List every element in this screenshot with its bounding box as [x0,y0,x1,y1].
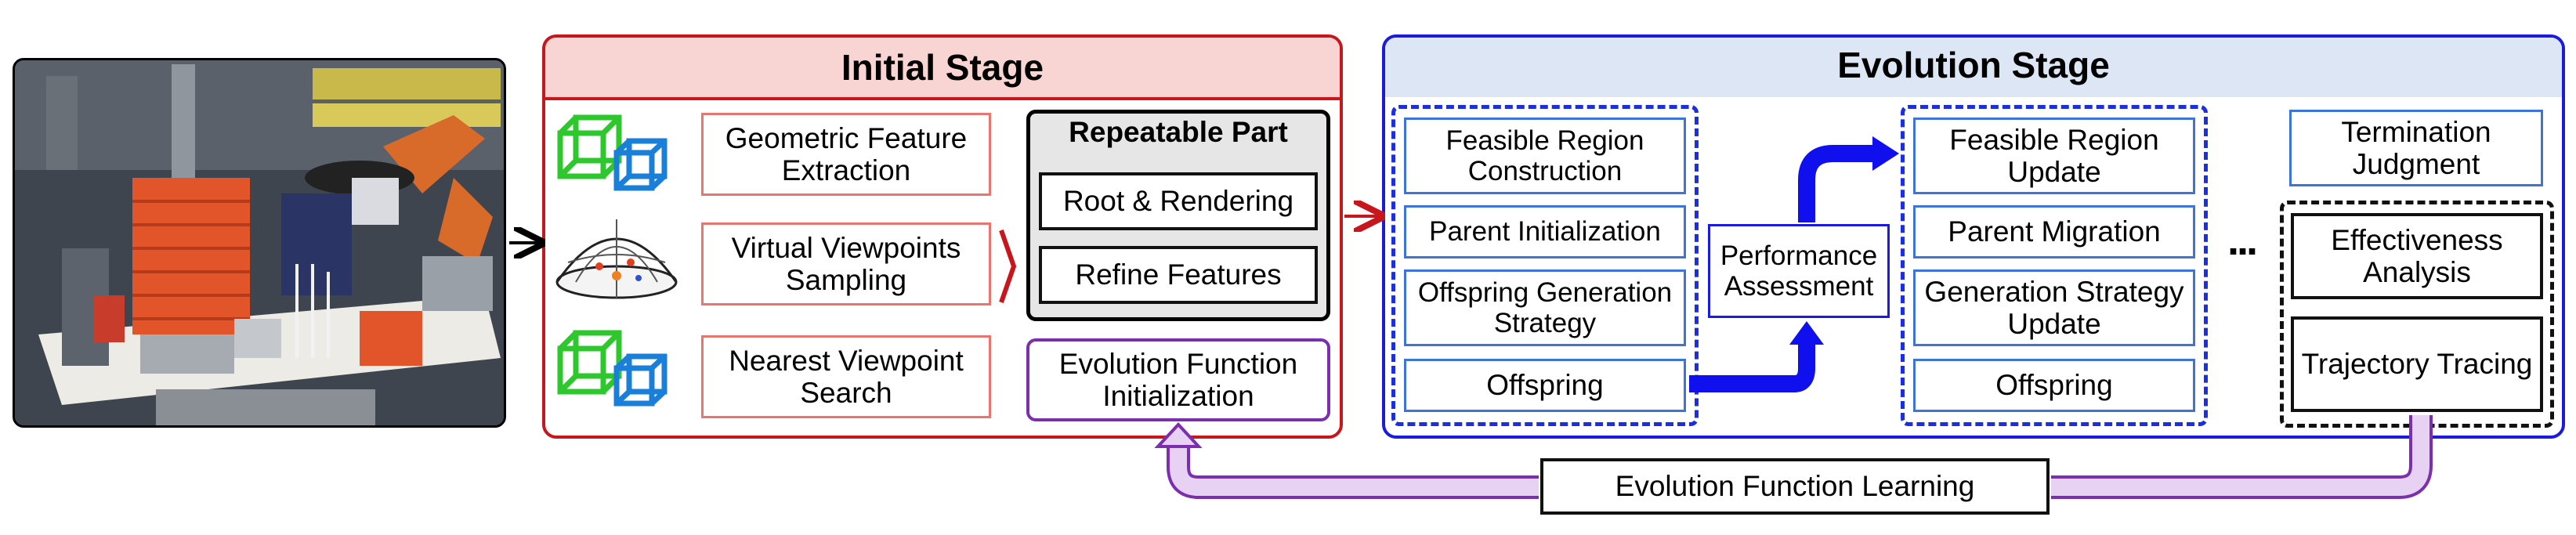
refine-features-box: Refine Features [1039,246,1318,304]
effectiveness-analysis-box: Effectiveness Analysis [2291,213,2543,299]
step-nearest-viewpoint-search: Nearest Viewpoint Search [701,335,991,418]
parent-migration-box: Parent Migration [1913,205,2195,258]
offspring-box-right: Offspring [1913,359,2195,412]
offspring-box-left: Offspring [1404,359,1686,412]
cube-wireframe-icon [557,114,668,191]
parent-initialization-box: Parent Initialization [1404,205,1686,258]
viewpoint-dome-icon [555,219,678,299]
right-group-dashed [1901,105,2208,426]
evolution-function-learning-box: Evolution Function Learning [1540,458,2050,515]
cube-wireframe-icon [557,330,668,407]
termination-judgment-box: Termination Judgment [2289,110,2543,186]
robot-workcell-photo [13,58,506,428]
root-rendering-box: Root & Rendering [1039,172,1318,230]
purple-feedback-arrow [1154,415,2433,499]
ellipsis: ··· [2227,228,2260,275]
evolution-stage-title: Evolution Stage [1837,45,2110,85]
offspring-generation-strategy-box: Offspring Generation Strategy [1404,269,1686,346]
blue-arrow-offspring-to-performance [1689,321,1824,392]
left-group-dashed [1391,105,1699,426]
feasible-region-update-box: Feasible Region Update [1913,117,2195,194]
step-geometric-feature-extraction: Geometric Feature Extraction [701,113,991,196]
initial-stage-title: Initial Stage [841,47,1044,88]
red-chevron [999,230,1017,303]
evolution-function-initialization-box: Evolution Function Initialization [1026,338,1330,421]
blue-arrow-performance-to-update [1798,136,1899,222]
workcell-illustration [15,60,504,425]
repeatable-part-title: Repeatable Part [1069,116,1288,148]
performance-assessment-box: Performance Assessment [1708,224,1890,318]
trajectory-tracing-box: Trajectory Tracing [2291,316,2543,412]
generation-strategy-update-box: Generation Strategy Update [1913,269,2195,346]
initial-stage-header [545,38,1340,100]
step-virtual-viewpoints-sampling: Virtual Viewpoints Sampling [701,222,991,305]
evolution-stage-header [1385,38,2562,97]
feasible-region-construction-box: Feasible Region Construction [1404,117,1686,194]
